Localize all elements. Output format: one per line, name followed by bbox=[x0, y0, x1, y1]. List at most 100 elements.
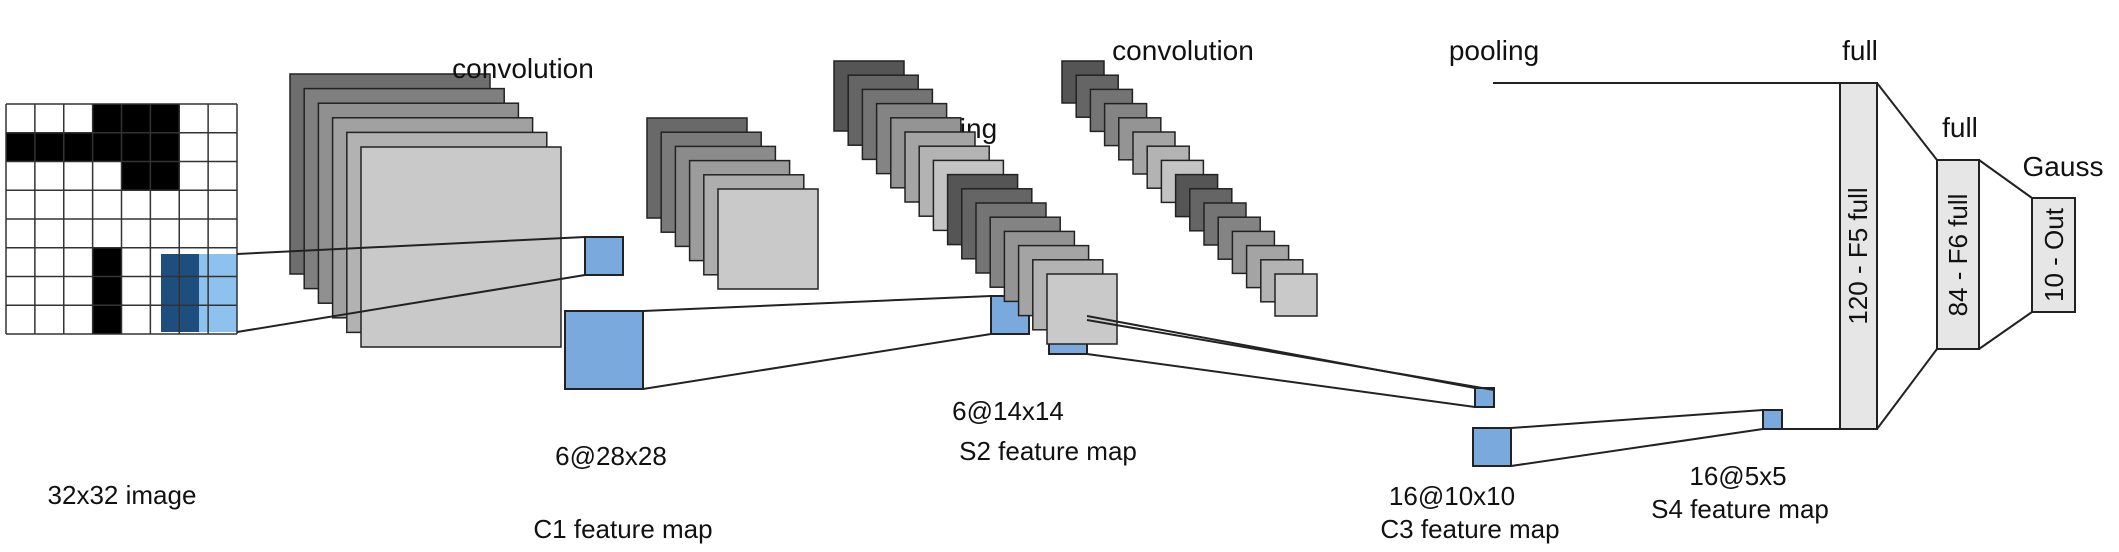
input-pixel bbox=[92, 132, 122, 162]
input-image-label: 32x32 image bbox=[48, 480, 197, 510]
input-pixel bbox=[92, 104, 122, 134]
input-pixel bbox=[34, 247, 65, 277]
input-image: 32x32 image bbox=[5, 103, 238, 510]
s4-feature-map-stack bbox=[1061, 60, 1318, 317]
input-gridlines bbox=[5, 103, 238, 335]
c1-layer: convolution 6@28x28 C1 feature map bbox=[289, 53, 713, 544]
input-pixel bbox=[63, 276, 94, 306]
s4-size-label: 16@5x5 bbox=[1689, 461, 1786, 491]
s4-name-label: S4 feature map bbox=[1651, 494, 1829, 524]
c1-receptive-field-large bbox=[564, 310, 644, 390]
input-pixel bbox=[34, 161, 65, 191]
c1-size-label: 6@28x28 bbox=[555, 441, 667, 471]
input-pixel bbox=[63, 305, 94, 335]
input-pixel bbox=[6, 305, 36, 335]
f5-operation-label: full bbox=[1842, 35, 1878, 66]
connection-lines bbox=[236, 236, 1764, 467]
output-layer: 10 - Out Gauss bbox=[2023, 151, 2104, 313]
s4-operation-label: pooling bbox=[1449, 35, 1539, 66]
input-pixel bbox=[121, 305, 151, 335]
f6-dense-bar bbox=[1936, 159, 1980, 350]
feature-map bbox=[717, 188, 819, 290]
input-pixel bbox=[6, 247, 36, 277]
input-pixel bbox=[34, 132, 65, 162]
kernel-cell-light bbox=[199, 254, 237, 332]
input-pixel bbox=[63, 190, 94, 220]
input-pixel bbox=[92, 305, 122, 335]
c3-layer: convolution 16@10x10 C3 feature map bbox=[833, 35, 1560, 544]
input-pixel bbox=[6, 190, 36, 220]
input-pixel bbox=[208, 132, 238, 162]
input-pixel bbox=[34, 305, 65, 335]
input-pixel bbox=[6, 132, 36, 162]
s4-pooled-cell bbox=[1762, 409, 1783, 430]
input-pixel bbox=[92, 247, 122, 277]
input-pixel bbox=[6, 219, 36, 249]
input-pixel bbox=[208, 161, 238, 191]
input-pixel bbox=[208, 190, 238, 220]
c3-name-label: C3 feature map bbox=[1380, 514, 1559, 544]
input-pixel bbox=[92, 190, 122, 220]
s2-feature-map-stack bbox=[646, 117, 819, 290]
c3-size-label: 16@10x10 bbox=[1389, 481, 1515, 511]
fc-connections bbox=[1493, 82, 2033, 430]
input-pixel bbox=[6, 161, 36, 191]
c1-feature-map-stack bbox=[289, 73, 562, 348]
c3-receptive-field-small bbox=[1474, 387, 1495, 408]
input-pixel bbox=[179, 161, 209, 191]
c1-operation-label: convolution bbox=[452, 53, 594, 84]
input-pixel bbox=[34, 219, 65, 249]
input-pixel bbox=[63, 104, 94, 134]
input-pixel bbox=[179, 190, 209, 220]
input-pixel bbox=[150, 219, 180, 249]
f6-layer: 84 - F6 full full bbox=[1936, 112, 1980, 350]
input-pixel bbox=[121, 132, 151, 162]
input-pixel bbox=[92, 219, 122, 249]
f6-operation-label: full bbox=[1942, 112, 1978, 143]
input-pixel bbox=[150, 104, 180, 134]
s2-name-label: S2 feature map bbox=[959, 436, 1137, 466]
input-pixel bbox=[121, 104, 151, 134]
input-pixel bbox=[179, 219, 209, 249]
input-pixel bbox=[6, 276, 36, 306]
feature-map bbox=[1274, 273, 1318, 317]
input-pixel bbox=[121, 247, 151, 277]
input-pixel bbox=[121, 190, 151, 220]
c3-receptive-field-large bbox=[1472, 427, 1512, 467]
output-label: 10 - Out bbox=[2039, 207, 2069, 302]
input-pixel bbox=[150, 161, 180, 191]
input-pixel bbox=[150, 190, 180, 220]
input-pixel bbox=[208, 104, 238, 134]
f5-layer: 120 - F5 full full bbox=[1839, 35, 1878, 430]
c1-name-label: C1 feature map bbox=[533, 514, 712, 544]
f5-dense-bar bbox=[1839, 82, 1878, 430]
input-pixel bbox=[92, 161, 122, 191]
s2-layer: pooling 6@14x14 S2 feature map bbox=[646, 113, 1137, 466]
input-pixel bbox=[150, 132, 180, 162]
s2-size-label: 6@14x14 bbox=[952, 396, 1064, 426]
c3-operation-label: convolution bbox=[1112, 35, 1254, 66]
c3-feature-map-stack bbox=[833, 60, 1118, 345]
input-pixel bbox=[179, 132, 209, 162]
input-pixel bbox=[208, 219, 238, 249]
output-operation-label: Gauss bbox=[2023, 151, 2104, 182]
c1-receptive-field-small bbox=[584, 236, 624, 276]
input-pixel bbox=[92, 276, 122, 306]
input-pixel bbox=[121, 161, 151, 191]
output-bar bbox=[2031, 197, 2076, 313]
input-pixel bbox=[34, 190, 65, 220]
input-pixel bbox=[121, 276, 151, 306]
input-pixel bbox=[34, 276, 65, 306]
s4-layer: pooling 16@5x5 S4 feature map bbox=[1061, 35, 1829, 524]
input-pixel bbox=[63, 161, 94, 191]
input-pixel bbox=[34, 104, 65, 134]
f5-label: 120 - F5 full bbox=[1843, 187, 1873, 324]
input-pixel bbox=[63, 247, 94, 277]
input-pixel bbox=[63, 132, 94, 162]
f6-label: 84 - F6 full bbox=[1943, 194, 1973, 317]
input-pixel bbox=[121, 219, 151, 249]
feature-map bbox=[1046, 273, 1118, 345]
input-pixel bbox=[6, 104, 36, 134]
